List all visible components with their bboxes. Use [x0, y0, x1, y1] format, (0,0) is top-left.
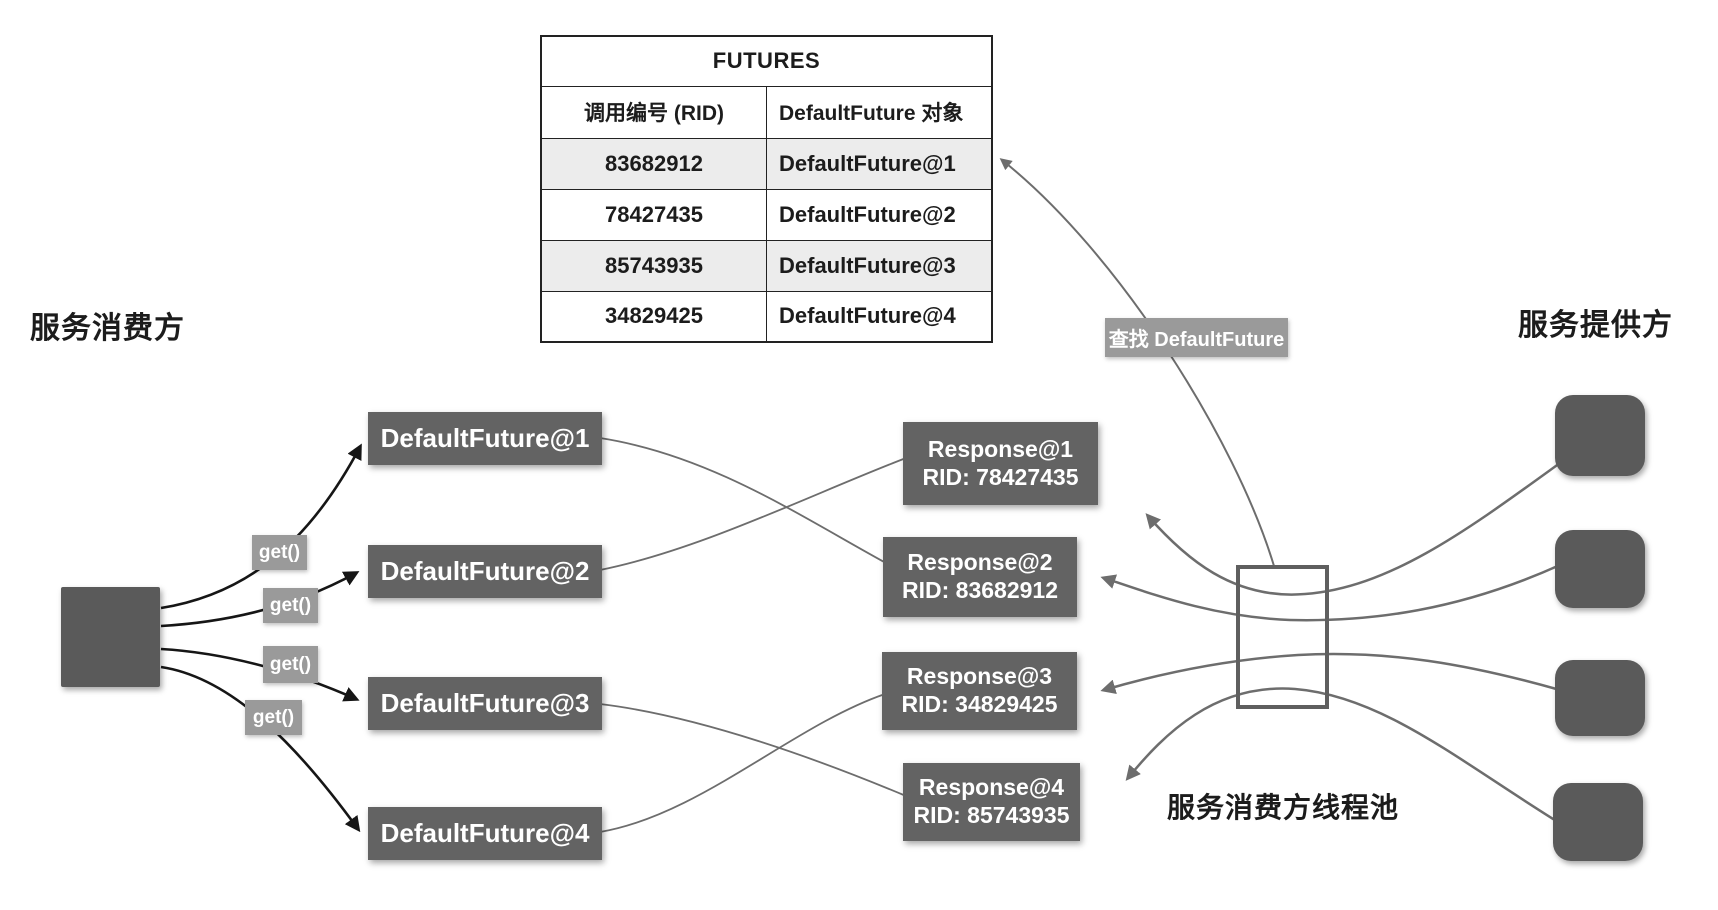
provider2-response2-arrow [1100, 563, 1561, 622]
table-row: 83682912 DefaultFuture@1 [540, 137, 993, 190]
lookup-defaultfuture-badge: 查找 DefaultFuture [1105, 318, 1288, 357]
future1-response2-curve [599, 437, 887, 564]
provider-node-1 [1555, 395, 1645, 476]
get-call-badge-1: get() [252, 535, 307, 570]
table-row: 34829425 DefaultFuture@4 [540, 290, 993, 343]
response-rid: RID: 85743935 [913, 802, 1070, 828]
provider-node-3 [1555, 660, 1645, 736]
future-box-1: DefaultFuture@1 [368, 412, 602, 465]
get-arrow-4 [160, 665, 361, 833]
rid-cell: 85743935 [540, 239, 767, 292]
response-rid: RID: 34829425 [901, 691, 1058, 717]
consumer-side-label: 服务消费方 [30, 312, 185, 345]
provider-node-2 [1555, 530, 1645, 608]
futures-table-col-rid: 调用编号 (RID) [540, 85, 767, 139]
provider3-response3-arrow [1100, 652, 1561, 695]
future-cell: DefaultFuture@1 [766, 137, 993, 190]
response-box-4: Response@4 RID: 85743935 [903, 763, 1080, 841]
thread-pool-caption: 服务消费方线程池 [1167, 792, 1400, 823]
futures-table-col-future: DefaultFuture 对象 [766, 85, 993, 139]
get-call-badge-3: get() [263, 646, 318, 683]
rid-cell: 34829425 [540, 290, 767, 343]
consumer-app-node [61, 587, 160, 687]
provider1-response1-arrow [1145, 461, 1561, 596]
thread-pool-rect [1236, 565, 1329, 709]
get-call-badge-2: get() [263, 588, 318, 623]
future2-response1-curve [599, 457, 907, 571]
response-rid: RID: 83682912 [902, 577, 1058, 603]
rid-cell: 78427435 [540, 188, 767, 241]
response-rid: RID: 78427435 [922, 463, 1079, 490]
lookup-arrow [999, 158, 1275, 567]
future-cell: DefaultFuture@4 [766, 290, 993, 343]
future-cell: DefaultFuture@2 [766, 188, 993, 241]
table-row: 85743935 DefaultFuture@3 [540, 239, 993, 292]
future-cell: DefaultFuture@3 [766, 239, 993, 292]
futures-table-title: FUTURES [540, 35, 993, 87]
provider-node-4 [1553, 783, 1643, 861]
response-box-1: Response@1 RID: 78427435 [903, 422, 1098, 505]
response-title: Response@2 [907, 549, 1053, 576]
response-box-3: Response@3 RID: 34829425 [882, 652, 1077, 730]
future-box-4: DefaultFuture@4 [368, 807, 602, 860]
future3-response4-curve [599, 703, 907, 797]
response-title: Response@3 [906, 663, 1053, 690]
get-call-badge-4: get() [245, 700, 302, 735]
provider-side-label: 服务提供方 [1518, 309, 1673, 342]
response-title: Response@4 [918, 774, 1065, 801]
get-arrow-2 [160, 571, 360, 628]
table-row: 78427435 DefaultFuture@2 [540, 188, 993, 241]
get-arrow-1 [160, 443, 362, 610]
future-box-3: DefaultFuture@3 [368, 677, 602, 730]
response-title: Response@1 [927, 435, 1074, 462]
provider4-response4-arrow [1125, 687, 1559, 824]
future4-response3-curve [599, 693, 886, 833]
futures-table: FUTURES 调用编号 (RID) DefaultFuture 对象 8368… [540, 35, 993, 343]
future-box-2: DefaultFuture@2 [368, 545, 602, 598]
rid-cell: 83682912 [540, 137, 767, 190]
response-box-2: Response@2 RID: 83682912 [883, 537, 1077, 617]
